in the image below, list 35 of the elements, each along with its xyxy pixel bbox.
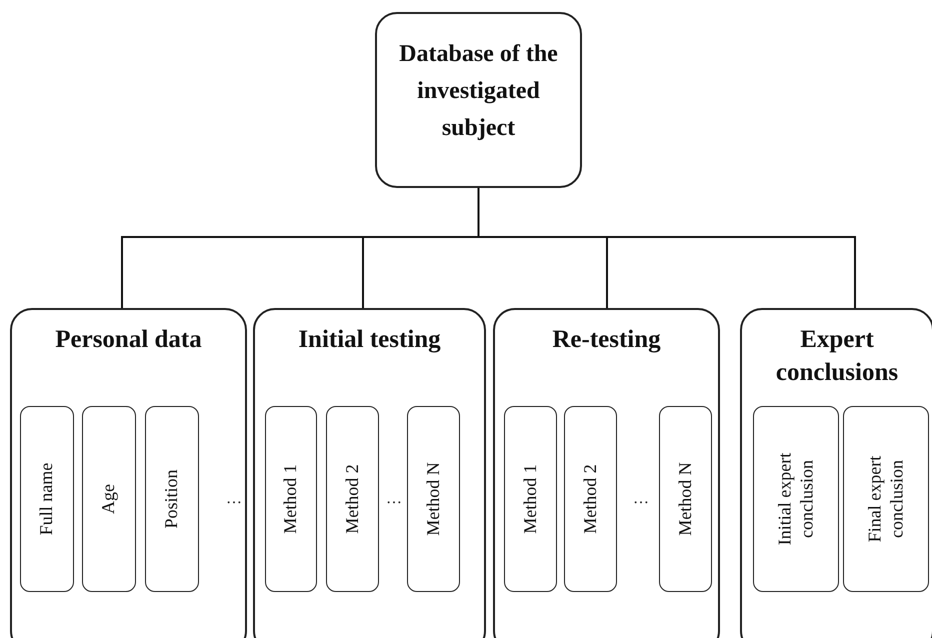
node-label: Method N bbox=[674, 461, 696, 538]
node-label: Full name bbox=[36, 462, 58, 538]
node-label: Method 2 bbox=[580, 463, 601, 536]
node-label: Initial testing bbox=[297, 325, 442, 355]
category-box bbox=[253, 308, 486, 638]
item-box bbox=[82, 406, 136, 592]
root-box bbox=[375, 12, 582, 188]
item-box bbox=[20, 406, 74, 592]
ellipsis: … bbox=[386, 490, 402, 508]
node-label: Position bbox=[161, 468, 182, 531]
node-label: Database of the investigated subject bbox=[398, 40, 559, 144]
node-label: Method 1 bbox=[520, 463, 541, 536]
node-label: Age bbox=[98, 483, 120, 516]
item-box bbox=[659, 406, 712, 592]
item-box bbox=[564, 406, 617, 592]
node-label: Expert conclusions bbox=[774, 325, 900, 388]
node-label: Method N bbox=[422, 461, 444, 538]
item-box bbox=[753, 406, 839, 592]
item-box bbox=[145, 406, 199, 592]
item-box bbox=[265, 406, 317, 592]
item-box bbox=[326, 406, 379, 592]
item-box bbox=[407, 406, 460, 592]
category-box bbox=[740, 308, 932, 638]
category-box bbox=[10, 308, 247, 638]
node-label: Initial expert conclusion bbox=[774, 452, 817, 548]
node-label: Method 2 bbox=[342, 463, 363, 536]
item-box bbox=[504, 406, 557, 592]
category-box bbox=[493, 308, 720, 638]
ellipsis: … bbox=[633, 490, 649, 508]
node-label: Method 1 bbox=[280, 463, 302, 536]
node-label: Re-testing bbox=[551, 325, 662, 355]
node-label: Final expert conclusion bbox=[864, 454, 907, 544]
node-label: Personal data bbox=[54, 325, 203, 355]
item-box bbox=[843, 406, 929, 592]
ellipsis: … bbox=[226, 490, 242, 508]
